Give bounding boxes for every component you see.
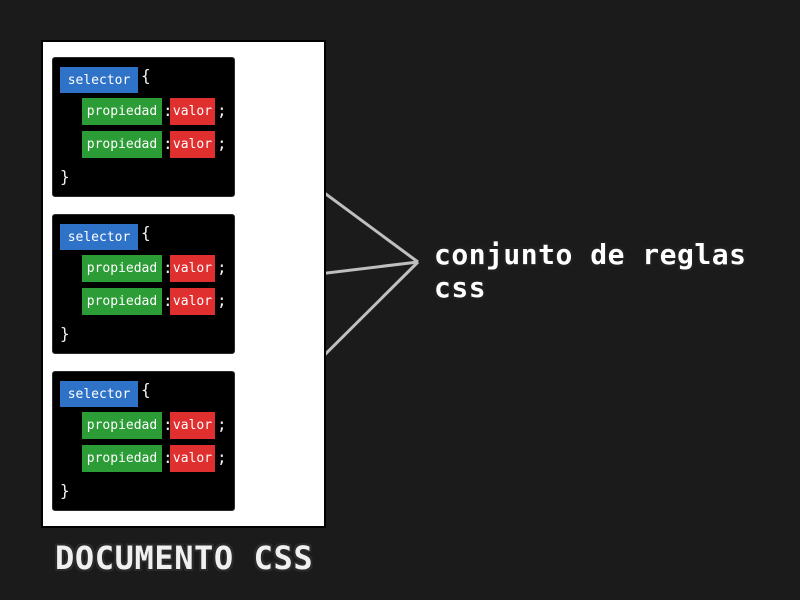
close-brace: }: [60, 324, 70, 343]
selector-token: selector: [60, 67, 138, 93]
selector-token: selector: [60, 224, 138, 250]
colon-separator: :: [163, 291, 173, 310]
property-token: propiedad: [82, 131, 162, 158]
value-token: valor: [170, 445, 215, 472]
property-token: propiedad: [82, 412, 162, 439]
colon-separator: :: [163, 101, 173, 120]
open-brace: {: [141, 223, 151, 242]
value-token: valor: [170, 131, 215, 158]
colon-separator: :: [163, 448, 173, 467]
semicolon-terminator: ;: [217, 448, 227, 467]
property-token: propiedad: [82, 255, 162, 282]
property-token: propiedad: [82, 288, 162, 315]
property-token: propiedad: [82, 445, 162, 472]
open-brace: {: [141, 66, 151, 85]
selector-token: selector: [60, 381, 138, 407]
rule-set-callout-label: conjunto de reglas css: [434, 238, 747, 304]
property-token: propiedad: [82, 98, 162, 125]
open-brace: {: [141, 380, 151, 399]
colon-separator: :: [163, 415, 173, 434]
css-rule-block-2: selector { propiedad : valor ; propiedad…: [52, 214, 235, 354]
colon-separator: :: [163, 134, 173, 153]
close-brace: }: [60, 167, 70, 186]
close-brace: }: [60, 481, 70, 500]
semicolon-terminator: ;: [217, 101, 227, 120]
semicolon-terminator: ;: [217, 258, 227, 277]
semicolon-terminator: ;: [217, 134, 227, 153]
value-token: valor: [170, 288, 215, 315]
colon-separator: :: [163, 258, 173, 277]
semicolon-terminator: ;: [217, 415, 227, 434]
document-label: DOCUMENTO CSS: [55, 539, 314, 577]
semicolon-terminator: ;: [217, 291, 227, 310]
css-rule-block-1: selector { propiedad : valor ; propiedad…: [52, 57, 235, 197]
value-token: valor: [170, 255, 215, 282]
value-token: valor: [170, 98, 215, 125]
css-rule-block-3: selector { propiedad : valor ; propiedad…: [52, 371, 235, 511]
value-token: valor: [170, 412, 215, 439]
